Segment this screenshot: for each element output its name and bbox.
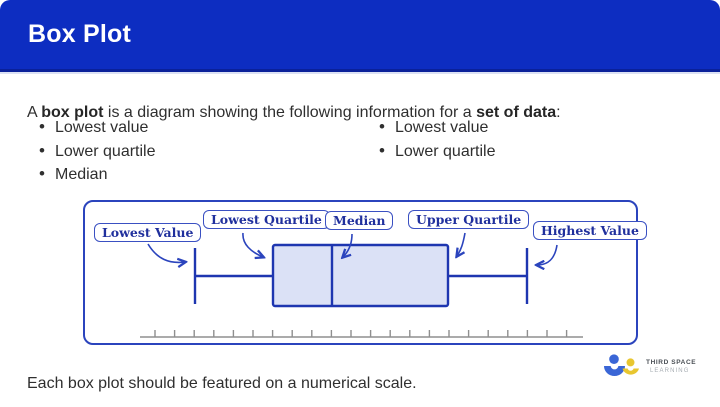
arrow-lowest-quartile <box>242 232 263 257</box>
label-upper-quartile: Upper Quartile <box>408 210 530 229</box>
logo-line1: THIRD SPACE <box>646 359 697 366</box>
logo-figure-yellow-head <box>626 358 635 367</box>
logo-wordmark: THIRD SPACE LEARNING <box>646 359 696 375</box>
scale-ticks <box>154 330 568 337</box>
box-plot-figure <box>140 232 583 338</box>
intro-part1: A <box>27 104 42 121</box>
label-median: Median <box>325 211 394 230</box>
bullet-list-left: Lowest valueLower quartileMedian <box>37 115 377 187</box>
number-scale <box>140 330 583 338</box>
logo-figure-blue-body <box>604 366 625 376</box>
bullet-columns: Lowest valueLower quartileMedian Lowest … <box>37 115 496 187</box>
intro-part3: : <box>556 104 561 121</box>
logo-figure-yellow-body <box>622 368 639 375</box>
footer-note: Each box plot should be featured on a nu… <box>27 375 417 392</box>
bullet-item: Median <box>37 162 377 187</box>
arrow-median <box>343 233 353 257</box>
bullet-item: Lowest value <box>37 115 377 140</box>
bullet-list-right: Lowest valueLower quartile <box>377 115 496 187</box>
logo-figure-blue-head <box>609 354 619 364</box>
bullet-item: Lowest value <box>377 115 496 140</box>
label-lowest-value: Lowest Value <box>94 223 202 242</box>
bullet-item: Lower quartile <box>37 139 377 164</box>
logo-icon <box>604 354 639 376</box>
label-highest-value: Highest Value <box>533 221 647 240</box>
label-lowest-quartile: Lowest Quartile <box>203 210 330 229</box>
annotation-arrows <box>147 232 558 265</box>
iqr-box <box>271 243 450 308</box>
bullet-item: Lower quartile <box>377 139 496 164</box>
page-title: Box Plot <box>28 20 131 48</box>
arrow-highest-value <box>537 244 558 265</box>
page-header: Box Plot <box>0 0 720 72</box>
arrow-lowest-value <box>147 243 185 262</box>
third-space-learning-logo: THIRD SPACE LEARNING <box>603 354 696 380</box>
intro-bold-set-of-data: set of data <box>476 104 557 121</box>
arrow-upper-quartile <box>457 232 466 256</box>
box-plot-diagram: Lowest Value Lowest Quartile Median Uppe… <box>83 200 647 345</box>
logo-line2: LEARNING <box>650 368 690 374</box>
box-plot-shape <box>193 243 529 308</box>
